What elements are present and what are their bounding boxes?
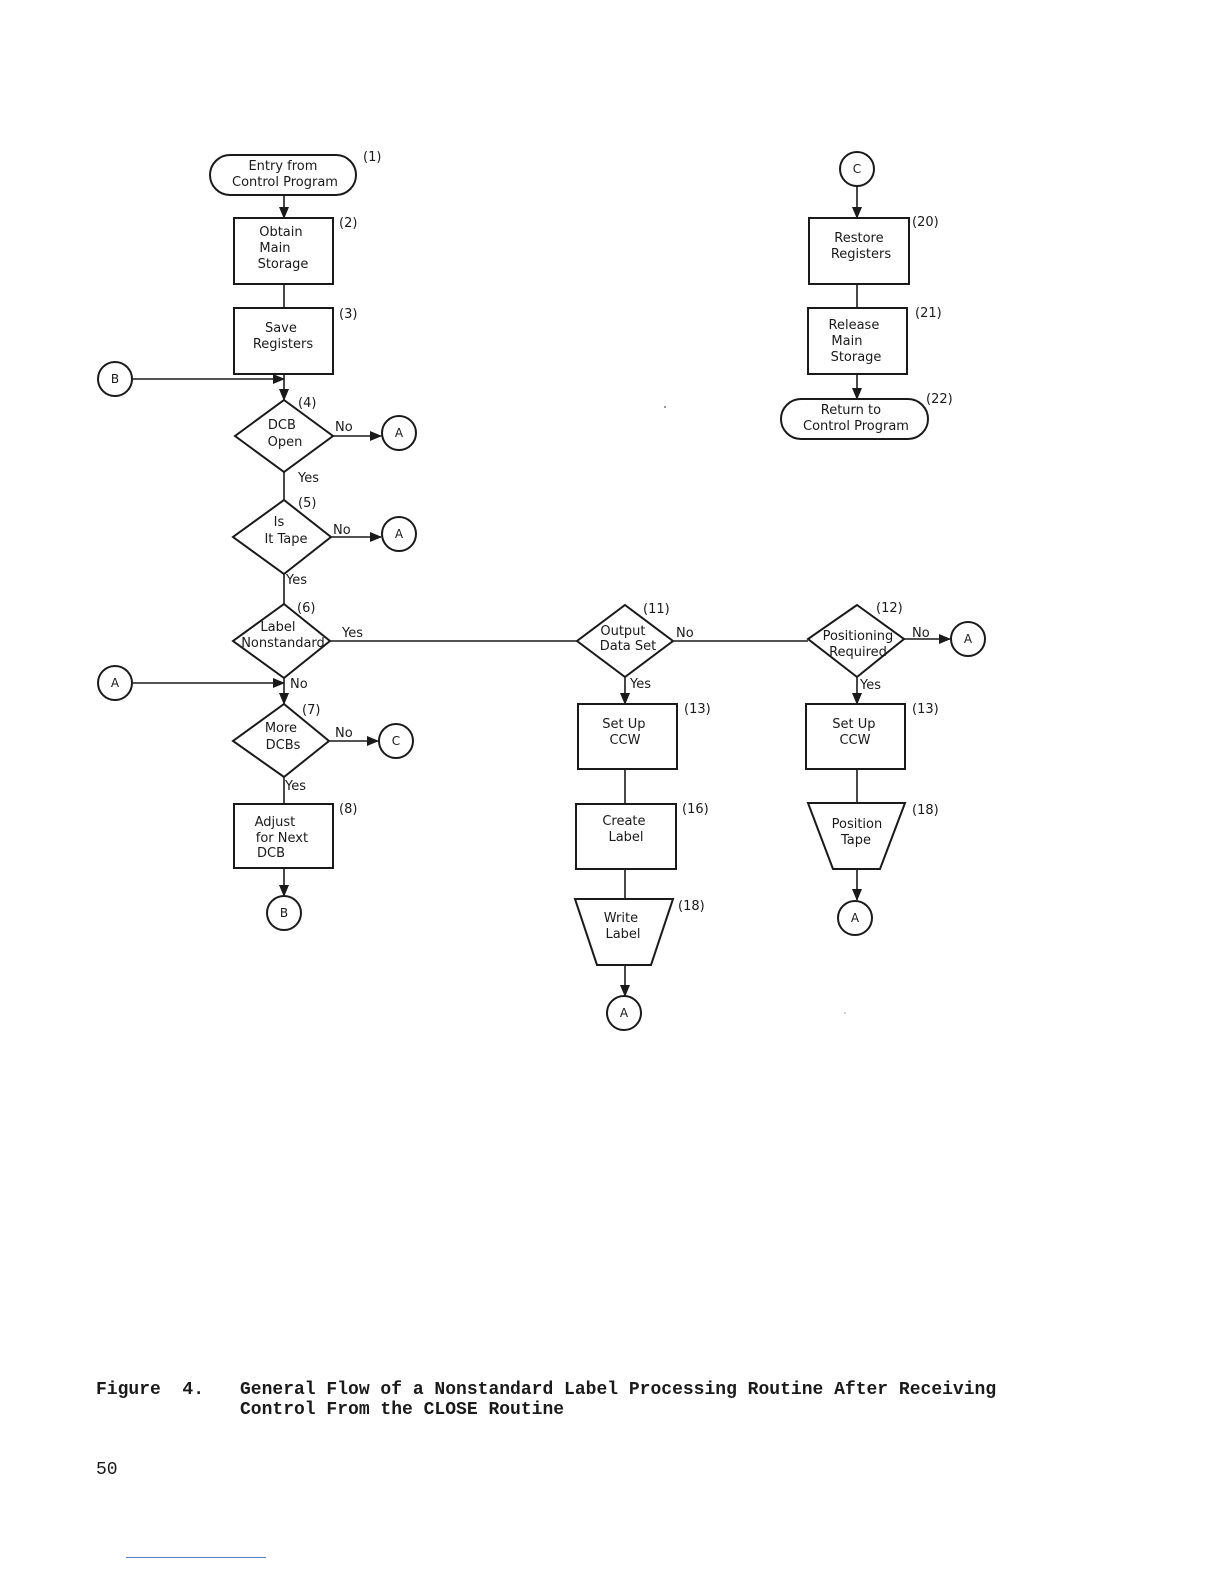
- flow-lines: [133, 186, 951, 997]
- more-dcbs-decision: [231, 702, 331, 779]
- connector-a-out-5: A: [381, 516, 417, 552]
- svg-text:A: A: [395, 527, 404, 541]
- obtain-storage-label: Obtain Main Storage: [258, 225, 309, 272]
- svg-text:B: B: [111, 372, 119, 386]
- more-dcbs-label: More DCBs: [265, 721, 301, 753]
- branch-labels: No Yes No Yes Yes No No Yes No Yes No Ye…: [284, 420, 930, 794]
- branch-yes-4: Yes: [297, 471, 319, 486]
- step-number-13a: (13): [684, 702, 711, 717]
- scan-speck: [664, 406, 666, 408]
- figure-caption-text: General Flow of a Nonstandard Label Proc…: [240, 1380, 997, 1420]
- set-up-ccw-box-2: [805, 703, 906, 770]
- step-number-6: (6): [297, 601, 315, 616]
- output-data-set-decision: [575, 603, 675, 679]
- step-number-18a: (18): [678, 899, 705, 914]
- figure-number: Figure 4.: [96, 1380, 205, 1400]
- branch-yes-11: Yes: [629, 677, 651, 692]
- connector-a-out-4: A: [381, 415, 417, 451]
- save-registers-label: Save Registers: [253, 321, 314, 352]
- step-numbers: (1) (2) (3) (4) (5) (6) (7) (8) (11) (12…: [297, 150, 953, 914]
- figure-caption: Figure 4. General Flow of a Nonstandard L…: [96, 1380, 1096, 1420]
- step-number-22: (22): [926, 392, 953, 407]
- step-number-16: (16): [682, 802, 709, 817]
- step-number-21: (21): [915, 306, 942, 321]
- step-number-7: (7): [302, 703, 320, 718]
- branch-yes-7: Yes: [284, 779, 306, 794]
- step-number-3: (3): [339, 307, 357, 322]
- footer-rule: [126, 1557, 266, 1558]
- write-label-label: Write Label: [604, 911, 642, 942]
- entry-terminal: [209, 154, 357, 196]
- branch-yes-5: Yes: [285, 573, 307, 588]
- write-label-trapezoid: [573, 898, 675, 966]
- restore-registers-label: Restore Registers: [831, 231, 892, 262]
- step-number-13b: (13): [912, 702, 939, 717]
- branch-no-4: No: [335, 420, 353, 435]
- flowchart: B A A A C B A A A C Entry from Control P…: [97, 150, 986, 1031]
- restore-registers-box: [808, 217, 910, 285]
- connector-c-in: C: [839, 151, 875, 187]
- return-label: Return to Control Program: [803, 403, 909, 434]
- create-label-label: Create Label: [602, 814, 649, 845]
- svg-text:A: A: [620, 1006, 629, 1020]
- step-number-20: (20): [912, 215, 939, 230]
- branch-yes-12: Yes: [859, 678, 881, 693]
- release-storage-box: [807, 307, 908, 375]
- label-nonstandard-label: Label Nonstandard: [241, 620, 325, 651]
- obtain-storage-box: [233, 217, 334, 285]
- connector-a-out-write: A: [606, 995, 642, 1031]
- release-storage-label: Release Main Storage: [829, 318, 884, 365]
- positioning-required-decision: [806, 603, 906, 679]
- position-tape-trapezoid: [806, 802, 907, 870]
- scan-speck: [844, 1012, 846, 1014]
- svg-text:A: A: [964, 632, 973, 646]
- entry-label: Entry from Control Program: [232, 159, 338, 190]
- return-terminal: [780, 398, 929, 440]
- positioning-required-label: Positioning Required: [823, 629, 898, 660]
- output-data-set-label: Output Data Set: [600, 624, 657, 654]
- is-tape-label: Is It Tape: [264, 515, 307, 547]
- create-label-box: [575, 803, 677, 870]
- connector-b-in: B: [97, 361, 133, 397]
- step-number-11: (11): [643, 602, 670, 617]
- svg-text:C: C: [853, 162, 861, 176]
- dcb-open-label: DCB Open: [268, 418, 303, 450]
- svg-text:A: A: [111, 676, 120, 690]
- branch-no-7: No: [335, 726, 353, 741]
- step-number-12: (12): [876, 601, 903, 616]
- set-up-ccw-box-1: [577, 703, 678, 770]
- svg-text:A: A: [395, 426, 404, 440]
- position-tape-label: Position Tape: [832, 817, 887, 848]
- branch-no-5: No: [333, 523, 351, 538]
- svg-text:C: C: [392, 734, 400, 748]
- save-registers-box: [233, 307, 334, 375]
- step-number-1: (1): [363, 150, 381, 165]
- set-up-ccw-label-1: Set Up CCW: [602, 717, 649, 748]
- connector-a-out-position: A: [837, 900, 873, 936]
- branch-no-11: No: [676, 626, 694, 641]
- step-number-18b: (18): [912, 803, 939, 818]
- step-number-4: (4): [298, 396, 316, 411]
- dcb-open-decision: [233, 398, 335, 474]
- connector-a-in: A: [97, 665, 133, 701]
- connector-a-out-12: A: [950, 621, 986, 657]
- branch-yes-6: Yes: [341, 626, 363, 641]
- label-nonstandard-decision: [231, 602, 332, 680]
- set-up-ccw-label-2: Set Up CCW: [832, 717, 879, 748]
- adjust-next-dcb-box: [233, 803, 334, 869]
- step-number-2: (2): [339, 216, 357, 231]
- branch-no-6: No: [290, 677, 308, 692]
- connector-c-out-7: C: [378, 723, 414, 759]
- connector-b-out-8: B: [266, 895, 302, 931]
- is-tape-decision: [231, 498, 333, 576]
- svg-text:A: A: [851, 911, 860, 925]
- step-number-8: (8): [339, 802, 357, 817]
- step-number-5: (5): [298, 496, 316, 511]
- branch-no-12: No: [912, 626, 930, 641]
- svg-text:B: B: [280, 906, 288, 920]
- page-number: 50: [96, 1460, 118, 1480]
- adjust-next-dcb-label: Adjust for Next DCB: [255, 815, 313, 861]
